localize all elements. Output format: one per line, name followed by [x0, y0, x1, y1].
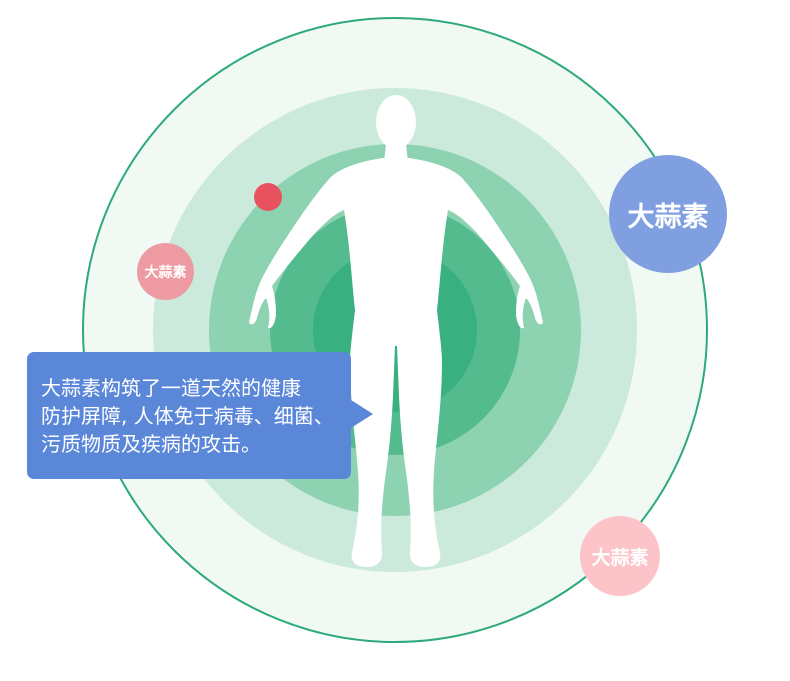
callout-line-2: 防护屏障, 人体免于病毒、细菌、 [41, 404, 334, 428]
callout-line-1: 大蒜素构筑了一道天然的健康 [41, 376, 301, 400]
allicin-bubble-medium: 大蒜素 [580, 516, 660, 596]
allicin-bubble-large-label: 大蒜素 [627, 201, 709, 233]
allicin-bubble-small: 大蒜素 [137, 243, 194, 300]
allicin-bubble-large: 大蒜素 [609, 155, 727, 273]
description-callout: 大蒜素构筑了一道天然的健康 防护屏障, 人体免于病毒、细菌、 污质物质及疾病的攻… [27, 352, 373, 479]
allicin-bubble-medium-label: 大蒜素 [591, 546, 649, 569]
human-body-icon [249, 95, 543, 567]
callout-line-3: 污质物质及疾病的攻击。 [41, 432, 261, 456]
allicin-bubble-small-label: 大蒜素 [144, 264, 187, 281]
red-dot-marker [254, 183, 282, 211]
